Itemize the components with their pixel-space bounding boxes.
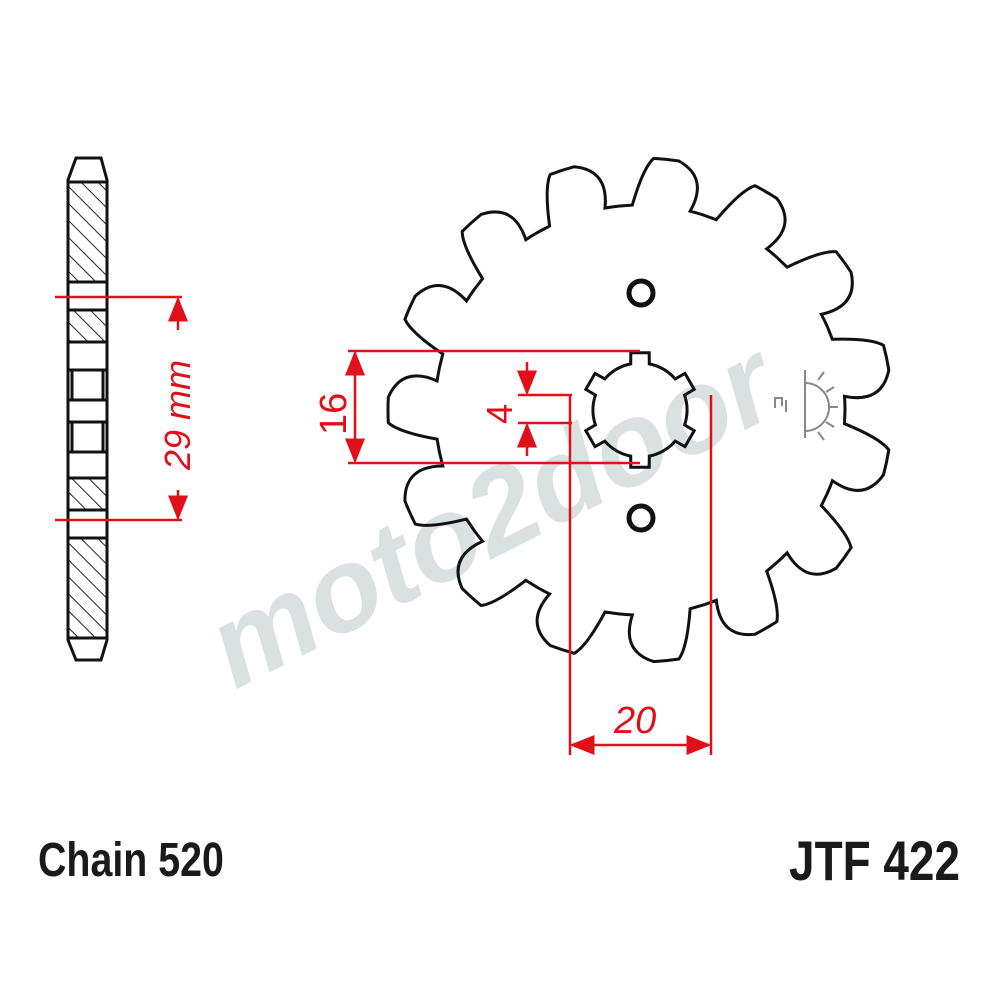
part-number: JTF 422 [789, 830, 960, 892]
side-view [66, 156, 109, 662]
symbol-icon [774, 370, 838, 441]
dimension-16: 16 [313, 393, 355, 435]
dimension-lines [55, 295, 713, 755]
bolt-hole-bottom [626, 503, 656, 533]
chain-label: Chain 520 [38, 833, 224, 887]
bolt-hole-top [626, 278, 656, 308]
watermark: moto2door [187, 313, 801, 713]
spline-hub [583, 351, 697, 469]
dimension-4: 4 [479, 404, 520, 424]
dimension-29mm: 29 mm [157, 360, 198, 471]
dimension-20: 20 [613, 700, 656, 742]
